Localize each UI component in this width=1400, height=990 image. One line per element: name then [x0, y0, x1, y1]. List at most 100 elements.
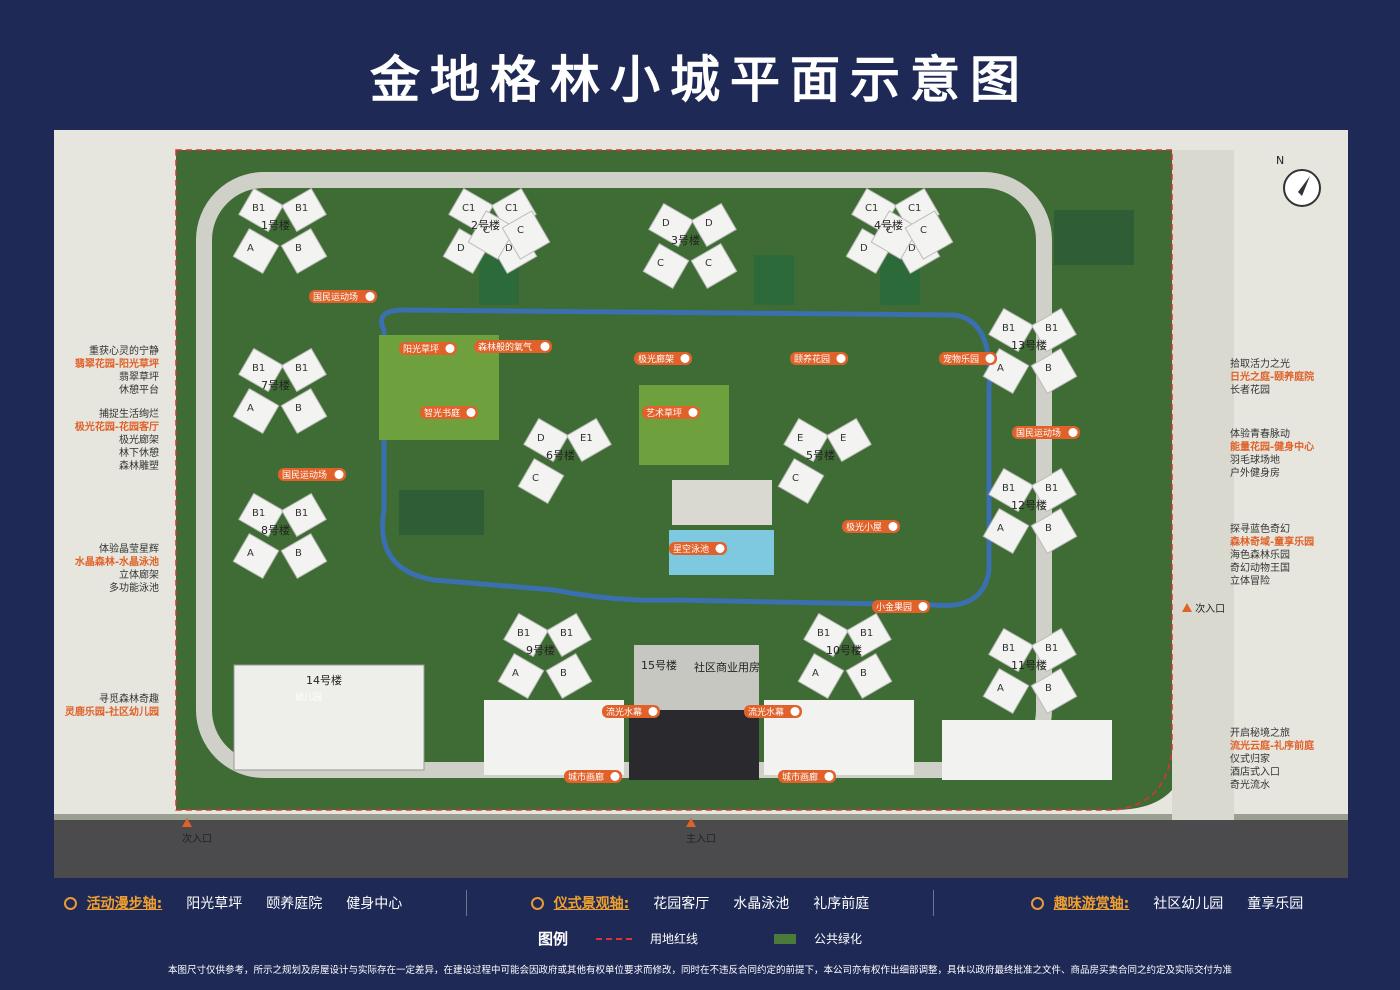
note-highlight: 水晶森林-水晶泳池 [74, 557, 159, 568]
ring-icon [63, 896, 77, 910]
map-tag: 小金果园 [872, 600, 930, 613]
central-plaza [672, 480, 772, 525]
court-w [399, 490, 484, 535]
tag-pin-icon [1068, 428, 1078, 437]
building-label: 2号楼 [471, 218, 500, 232]
building-wing [803, 612, 849, 658]
unit-label: C [920, 225, 927, 236]
tag-pin-icon [985, 354, 995, 363]
map-tag: 艺术草坪 [642, 406, 700, 419]
building-wing [982, 507, 1030, 555]
building-wing [517, 457, 565, 505]
compass-letter: N [1276, 154, 1284, 167]
note-line: 体验青春脉动 [1230, 429, 1290, 440]
unit-label: C [483, 225, 490, 236]
note-highlight: 森林奇域-童享乐园 [1230, 537, 1315, 548]
note-highlight: 极光花园-花园客厅 [74, 422, 159, 433]
main-entrance: 主入口 [686, 818, 716, 845]
building-wing [870, 210, 920, 260]
unit-label: B1 [252, 203, 265, 214]
tag-pin-icon [715, 544, 725, 553]
map-tag-label: 森林般的氧气 [478, 341, 532, 353]
tag-pin-icon [610, 772, 620, 781]
note-line: 奇光流水 [1230, 780, 1270, 791]
building-15-roof [634, 645, 759, 710]
unit-label: C [886, 225, 893, 236]
unit-label: C1 [865, 203, 878, 214]
ring-icon [1030, 896, 1044, 910]
unit-label: A [997, 363, 1004, 374]
unit-label: B1 [295, 508, 308, 519]
building-label: 8号楼 [261, 523, 290, 537]
unit-label: B1 [295, 203, 308, 214]
secondary-entrance-east: 次入口 [1182, 600, 1225, 615]
unit-label: A [512, 668, 519, 679]
map-tag: 森林般的氧气 [474, 340, 552, 353]
building-wing [846, 612, 892, 658]
building-wing [501, 210, 551, 260]
unit-label: A [812, 668, 819, 679]
note-line: 重获心灵的宁静 [89, 346, 159, 357]
building-wing [783, 417, 829, 463]
unit-label: B1 [1045, 483, 1058, 494]
building-wing [1030, 347, 1078, 395]
right-note: 开启秘境之旅流光云庭-礼序前庭仪式归家酒店式入口奇光流水 [1230, 727, 1314, 792]
axis-separator [933, 890, 934, 916]
unit-label: B [295, 403, 302, 414]
unit-label: B [1045, 363, 1052, 374]
site-red-line [175, 149, 1173, 811]
unit-label: B1 [295, 363, 308, 374]
building-wing [497, 652, 545, 700]
tag-pin-icon [365, 292, 375, 301]
axis-label: 趣味游赏轴: [1053, 896, 1130, 912]
building-wing [546, 612, 592, 658]
note-line: 寻觅森林奇趣 [99, 694, 159, 705]
building-14-roof [233, 664, 425, 771]
building-wing [1031, 467, 1077, 513]
note-line: 立体冒险 [1230, 576, 1270, 587]
map-tag-label: 国民运动场 [282, 470, 327, 481]
east-road [1172, 150, 1234, 820]
axis-label: 仪式景观轴: [553, 896, 630, 912]
axis-item: 健身中心 [346, 896, 403, 912]
map-tag-label: 城市画廊 [568, 771, 604, 783]
note-line: 仪式归家 [1230, 754, 1270, 765]
ring-icon [530, 896, 544, 910]
unit-label: B1 [252, 508, 265, 519]
secondary-entrance-sw: 次入口 [182, 818, 212, 845]
axis-separator [466, 890, 467, 916]
map-tag-label: 城市画廊 [782, 771, 818, 783]
tag-pin-icon [445, 344, 455, 353]
unit-label: B [560, 668, 567, 679]
building-wing [1031, 307, 1077, 353]
right-note: 体验青春脉动能量花园-健身中心羽毛球场地户外健身房 [1230, 428, 1314, 480]
legend-green: 公共绿化 [814, 932, 863, 946]
map-tag-label: 流光水幕 [748, 706, 784, 718]
unit-label: D [860, 243, 868, 254]
unit-label: B1 [860, 628, 873, 639]
unit-label: D [908, 243, 916, 254]
building-wing [232, 532, 280, 580]
axis-group: 活动漫步轴:阳光草坪颐养庭院健身中心 [0, 893, 466, 913]
map-tag-label: 艺术草坪 [646, 407, 682, 419]
building-wing [797, 652, 845, 700]
map-tag: 城市画廊 [564, 770, 622, 783]
note-line: 开启秘境之旅 [1230, 728, 1290, 739]
map-tag: 星空泳池 [669, 542, 727, 555]
note-highlight: 能量花园-健身中心 [1230, 442, 1315, 453]
building-label: 12号楼 [1011, 498, 1047, 512]
unit-label: C [517, 225, 524, 236]
map-tag-label: 宠物乐园 [943, 353, 979, 365]
unit-label: C1 [908, 203, 921, 214]
unit-label: D [662, 218, 670, 229]
building-15-sub: 社区商业用房 [694, 660, 760, 674]
unit-label: B1 [1045, 643, 1058, 654]
building-wing [280, 532, 328, 580]
